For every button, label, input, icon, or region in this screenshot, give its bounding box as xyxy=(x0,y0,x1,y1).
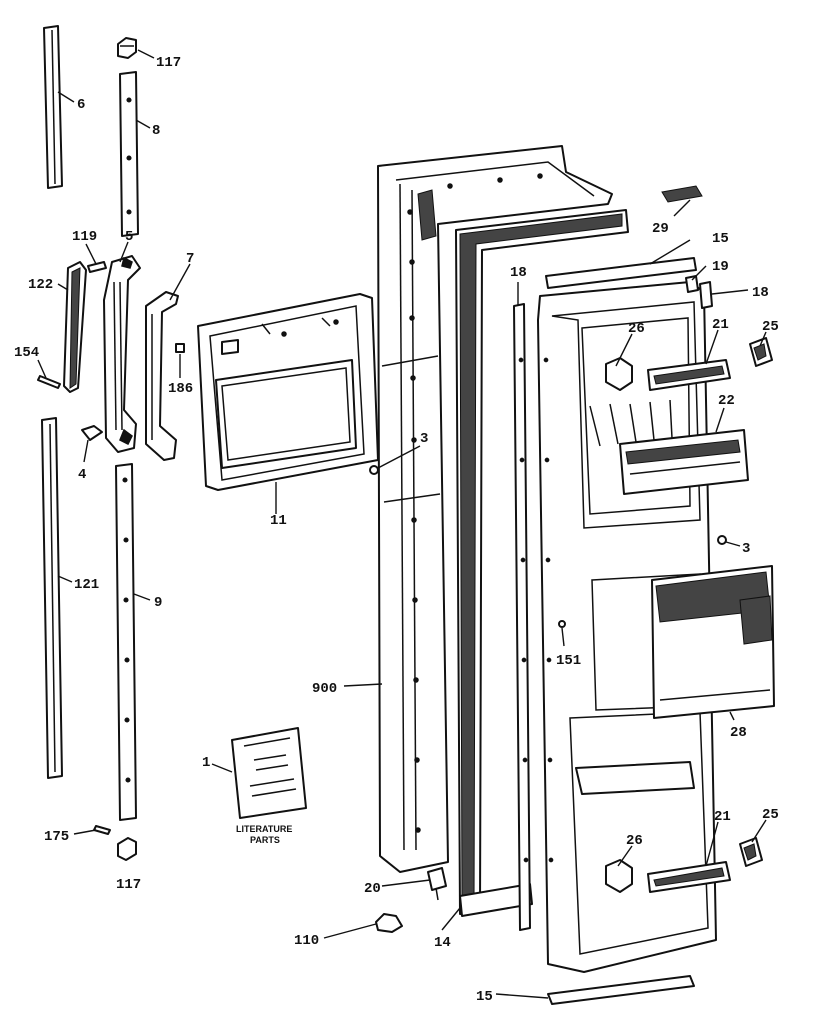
callout-26-top: 26 xyxy=(628,321,645,337)
callout-119: 119 xyxy=(72,229,97,245)
literature-caption-line1: LITERATURE xyxy=(236,824,292,834)
callout-15-bottom: 15 xyxy=(476,989,493,1005)
callout-3-right: 3 xyxy=(742,541,750,557)
part-21-shelf-front-bottom xyxy=(647,861,731,893)
part-154-screw xyxy=(37,375,61,389)
callout-labels: 117 6 8 119 5 7 122 154 186 4 121 9 11 3… xyxy=(14,55,779,1005)
part-4-block xyxy=(81,425,103,441)
callout-186: 186 xyxy=(168,381,193,397)
part-900-door-shell xyxy=(377,145,613,873)
literature-caption-line2: PARTS xyxy=(250,835,280,845)
part-28-door-panel xyxy=(651,565,775,719)
callout-22: 22 xyxy=(718,393,735,409)
callout-18-left: 18 xyxy=(510,265,527,281)
callout-3-left: 3 xyxy=(420,431,428,447)
part-21-shelf-front-top xyxy=(647,359,731,391)
callout-8: 8 xyxy=(152,123,160,139)
part-18-strip-right xyxy=(699,281,713,309)
callout-4: 4 xyxy=(78,467,86,483)
callout-20: 20 xyxy=(364,881,381,897)
callout-25-top: 25 xyxy=(762,319,779,335)
leader-lines xyxy=(37,49,767,999)
part-175-screw xyxy=(93,825,111,835)
callout-175: 175 xyxy=(44,829,69,845)
part-11-dispenser-panel xyxy=(197,293,379,491)
callout-900: 900 xyxy=(312,681,337,697)
part-3-screw-right xyxy=(717,535,727,545)
callout-19: 19 xyxy=(712,259,729,275)
part-7-handle-back xyxy=(145,291,179,461)
callout-9: 9 xyxy=(154,595,162,611)
part-110-cap xyxy=(375,913,403,933)
part-3-screw-left xyxy=(369,465,379,475)
callout-151: 151 xyxy=(556,653,581,669)
part-6-trim-strip xyxy=(43,25,63,189)
callout-5: 5 xyxy=(125,229,133,245)
part-26-bracket-top xyxy=(605,357,633,391)
callout-26-bottom: 26 xyxy=(626,833,643,849)
callout-121: 121 xyxy=(74,577,99,593)
callout-15-top: 15 xyxy=(712,231,729,247)
part-19-bracket xyxy=(685,275,699,293)
part-1-literature-booklet xyxy=(231,727,307,819)
callout-117-top: 117 xyxy=(156,55,181,71)
callout-21-bottom: 21 xyxy=(714,809,731,825)
callout-28: 28 xyxy=(730,725,747,741)
part-9-handle-channel-lower xyxy=(115,463,137,821)
part-186-screw xyxy=(175,343,185,353)
part-25-clip-top xyxy=(749,337,773,367)
callout-21-top: 21 xyxy=(712,317,729,333)
callout-110: 110 xyxy=(294,933,319,949)
part-15-rail-top xyxy=(545,257,697,289)
part-151-screw xyxy=(558,620,566,628)
callout-18-right: 18 xyxy=(752,285,769,301)
part-14-door-gasket xyxy=(455,209,629,917)
callout-14: 14 xyxy=(434,935,451,951)
part-29-cover xyxy=(661,185,703,203)
callout-11: 11 xyxy=(270,513,287,529)
callout-7: 7 xyxy=(186,251,194,267)
part-15-rail-bottom xyxy=(547,975,695,1005)
part-8-handle-channel-upper xyxy=(119,71,139,237)
part-26-bracket-bottom xyxy=(605,859,633,893)
part-25-clip-bottom xyxy=(739,837,763,867)
part-22-bin xyxy=(619,429,749,495)
part-121-lower-trim xyxy=(41,417,63,779)
callout-1: 1 xyxy=(202,755,210,771)
part-18-strip-left xyxy=(513,303,531,931)
callout-154: 154 xyxy=(14,345,39,361)
part-117-top-end-cap xyxy=(117,37,137,59)
part-20-pin xyxy=(427,867,447,901)
callout-25-bottom: 25 xyxy=(762,807,779,823)
callout-29: 29 xyxy=(652,221,669,237)
part-5-handle xyxy=(103,255,141,453)
callout-6: 6 xyxy=(77,97,85,113)
callout-122: 122 xyxy=(28,277,53,293)
part-122-handle-cover xyxy=(63,261,87,393)
part-117-bottom-end-cap xyxy=(117,837,137,861)
callout-117-bottom: 117 xyxy=(116,877,141,893)
part-119-clip xyxy=(87,261,107,273)
